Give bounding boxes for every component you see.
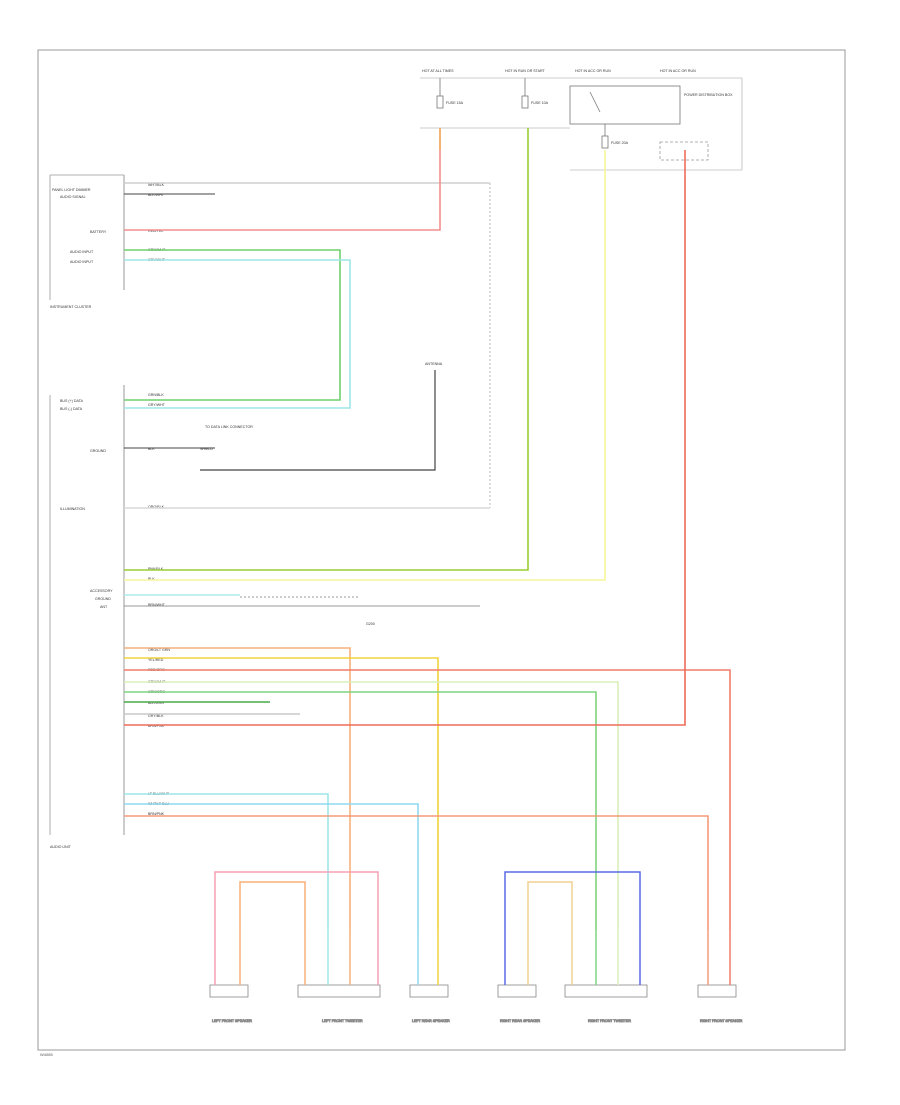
radio-wire-6: BLK (148, 577, 155, 581)
radio-speaker-wire-2: YEL/RED (148, 658, 164, 662)
svg-text:LEFT REAR SPEAKER: LEFT REAR SPEAKER (412, 1019, 450, 1023)
radio-bottom-wire-3: BRN/PNK (148, 812, 165, 816)
radio-speaker-wire-8: BRN/PNK (148, 724, 165, 728)
radio-module-label: AUDIO UNIT (50, 845, 72, 849)
speaker-connectors: LEFT FRONT SPEAKER LEFT FRONT TWEETER LE… (209, 984, 743, 1023)
radio-speaker-wire-1: ORG/LT GRN (148, 648, 170, 652)
radio-wire-7: BRN/WHT (148, 603, 166, 607)
radio-pin-label-7: ANT (100, 605, 108, 609)
cluster-wires (124, 128, 491, 508)
svg-text:FUSE 15A: FUSE 15A (446, 101, 464, 105)
svg-text:RIGHT FRONT SPEAKER: RIGHT FRONT SPEAKER (700, 1019, 743, 1023)
radio-wire-1: GRN/BLK (148, 393, 164, 397)
audio-unit-connector: BUS (+) DATA BUS (-) DATA GROUND ILLUMIN… (49, 385, 170, 849)
radio-pin-label-4: ILLUMINATION (60, 507, 85, 511)
radio-pin-label-3: GROUND (90, 449, 106, 453)
svg-text:LEFT FRONT SPEAKER: LEFT FRONT SPEAKER (212, 1019, 252, 1023)
svg-text:FUSE 10A: FUSE 10A (531, 101, 549, 105)
relay-coil (659, 141, 709, 161)
relay-box: POWER DISTRIBUTION BOX (569, 85, 733, 125)
cluster-pin-label-1: PANEL LIGHT DIMMER (52, 188, 91, 192)
svg-text:POWER DISTRIBUTION BOX: POWER DISTRIBUTION BOX (684, 93, 733, 97)
speaker-left-front: LEFT FRONT SPEAKER (209, 984, 253, 1023)
fuse-label-3: HOT IN ACC OR RUN (575, 69, 611, 73)
diagram-border (37, 49, 846, 1051)
radio-wire-4: ORG/BLK (148, 505, 165, 509)
speaker-right-front: RIGHT FRONT SPEAKER (697, 984, 743, 1023)
cluster-module-label: INSTRUMENT CLUSTER (50, 305, 92, 309)
radio-pin-label-6: GROUND (95, 597, 111, 601)
radio-pin-label-2: BUS (-) DATA (60, 407, 83, 411)
cluster-wire-3: RED/YEL (148, 229, 163, 233)
radio-speaker-wire-6: BLK/GRN (148, 701, 164, 705)
speaker-loops (214, 871, 641, 930)
note-antenna: ANTENNA (425, 362, 443, 366)
instrument-cluster-connector: PANEL LIGHT DIMMER AUDIO SIGNAL BATTERY … (49, 174, 166, 309)
radio-speaker-wire-7: GRY/BLK (148, 714, 164, 718)
note-to-data-link: TO DATA LINK CONNECTOR (205, 425, 253, 429)
fuse-label-1: HOT AT ALL TIMES (422, 69, 454, 73)
power-feed-area: HOT AT ALL TIMES HOT IN RUN OR START HOT… (420, 69, 743, 171)
cluster-pin-label-4: AUDIO INPUT (70, 250, 94, 254)
radio-wire-2: GRY/WHT (148, 403, 166, 407)
speaker-right-rear: RIGHT REAR SPEAKER (497, 984, 541, 1023)
radio-wire-3: BLK (148, 447, 155, 451)
cluster-pin-label-5: AUDIO INPUT (70, 260, 94, 264)
fuse-1: FUSE 15A (436, 78, 464, 109)
svg-text:RIGHT FRONT TWEETER: RIGHT FRONT TWEETER (588, 1019, 631, 1023)
cluster-pin-label-2: AUDIO SIGNAL (60, 195, 86, 199)
speaker-right-front-tweeter: RIGHT FRONT TWEETER (564, 984, 648, 1023)
radio-wire-5: PNK/BLK (148, 567, 164, 571)
fuse-label-4: HOT IN ACC OR RUN (660, 69, 696, 73)
svg-text:FUSE 20A: FUSE 20A (611, 141, 629, 145)
radio-wires (124, 128, 731, 930)
note-shield: SHIELD (200, 447, 213, 451)
ref-code: W4085 (40, 1052, 53, 1057)
radio-pin-label-1: BUS (+) DATA (60, 399, 84, 403)
cluster-wire-1: WHT/BLK (148, 183, 165, 187)
svg-text:LEFT FRONT TWEETER: LEFT FRONT TWEETER (322, 1019, 363, 1023)
fuse-3: FUSE 20A (601, 124, 629, 149)
fuse-2: FUSE 10A (521, 78, 549, 109)
note-g200: G200 (366, 622, 375, 626)
svg-text:RIGHT REAR SPEAKER: RIGHT REAR SPEAKER (500, 1019, 540, 1023)
speaker-left-front-tweeter: LEFT FRONT TWEETER (297, 984, 381, 1023)
cluster-wire-2: BLK/WHT (148, 193, 165, 197)
notes: TO DATA LINK CONNECTOR SHIELD ANTENNA G2… (200, 362, 443, 626)
fuse-label-2: HOT IN RUN OR START (505, 69, 546, 73)
speaker-left-rear: LEFT REAR SPEAKER (409, 984, 450, 1023)
speaker-drops (214, 930, 731, 985)
radio-pin-label-5: ACCESSORY (90, 589, 113, 593)
cluster-pin-label-3: BATTERY (90, 230, 107, 234)
